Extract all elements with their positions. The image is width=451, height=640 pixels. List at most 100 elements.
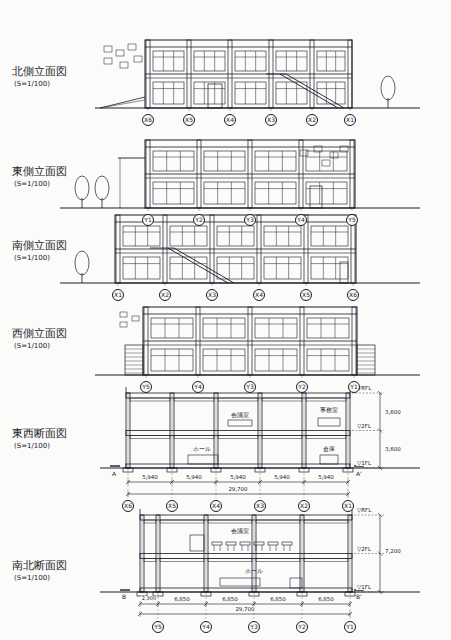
annotation: 5,940 [317,474,335,480]
floor-slab [145,174,355,175]
stair-tread [357,365,375,366]
sign-panel [330,152,338,158]
window [153,82,184,104]
grid-line [198,376,199,379]
window [123,226,160,246]
grid-circle: Y2 [193,214,205,226]
window-mullion [147,226,148,246]
grid-label: Y5 [348,217,355,223]
drawing-title: (S=1/100) [14,81,50,89]
window-mullion [319,182,320,204]
window [153,51,184,71]
window-transom [235,88,266,89]
window-mullion [241,226,242,246]
grid-label: X1 [114,292,122,298]
column [258,393,262,468]
beam [304,559,348,562]
window-transom [203,355,245,356]
window [217,226,254,246]
window-mullion [204,82,205,104]
window-mullion [268,151,269,171]
desk-leg [220,545,221,551]
dimension-line [380,393,381,468]
window-mullion [194,226,195,246]
beam [306,398,346,401]
window-mullion [326,51,327,71]
grid-circle: X6 [347,289,359,301]
grid-circle: Y3 [244,381,256,393]
stair-stringer [174,248,234,283]
window-mullion [335,226,336,246]
annotation: 6,850 [221,596,239,602]
window-mullion [180,182,181,204]
window-transom [307,355,349,356]
stair-tread [357,349,375,350]
floor-slab [126,431,350,436]
column [352,307,356,375]
window [317,51,345,71]
parapet [140,509,141,515]
beam [262,398,302,401]
annotation: B [122,594,126,601]
window-transom [153,188,194,189]
window-mullion [163,82,164,104]
column [163,215,167,283]
grid-label: Y5 [142,384,149,390]
window-mullion [241,257,242,279]
grid-circle: Y1 [344,621,356,633]
grid-circle: X2 [298,500,310,512]
window-mullion [165,349,166,371]
stair-tread [125,365,143,366]
window-mullion [229,226,230,246]
dimension-line [128,482,348,483]
window-mullion [231,349,232,371]
tree-crown [381,76,395,100]
grid-circle: X2 [159,289,171,301]
grid-line [259,284,260,287]
desk [226,542,236,545]
window-mullion [335,51,336,71]
window-mullion [135,226,136,246]
tree-trunk [82,273,83,283]
grid-circle: X1 [112,289,124,301]
stair-tread [125,369,143,370]
window-mullion [173,82,174,104]
grid-label: Y5 [154,624,161,630]
stair-tread [125,349,143,350]
column [348,40,352,108]
annotation: 29,700 [227,486,248,492]
roof-slab [140,515,352,520]
grid-line [350,593,351,619]
grid-circle: Y2 [296,381,308,393]
window-mullion [323,226,324,246]
window-transom [317,88,345,89]
grid-circle: Y5 [140,381,152,393]
grid-line [350,109,351,112]
dimension-tick [138,602,142,606]
floor-slab [143,345,357,346]
window-mullion [335,82,336,104]
column [302,393,306,468]
grid-line [146,376,147,379]
window [194,51,225,71]
column-centre [348,393,349,468]
annotation: 5,940 [185,474,203,480]
window [194,82,225,104]
annotation: 5,940 [229,474,247,480]
window-mullion [283,349,284,371]
tree-crown [75,251,89,275]
window-transom [194,88,225,89]
floor-slab [140,554,352,559]
table [220,578,260,586]
grid-line [128,469,129,498]
sign-panel [128,44,136,50]
extension-line [140,611,141,617]
grid-label: Y1 [144,217,151,223]
annotation: 6,850 [269,596,287,602]
extension-line [140,601,141,607]
tree-trunk [82,198,83,208]
drawing-title: (S=1/100) [14,443,50,451]
grid-line [118,284,119,287]
section-mark [120,589,130,590]
